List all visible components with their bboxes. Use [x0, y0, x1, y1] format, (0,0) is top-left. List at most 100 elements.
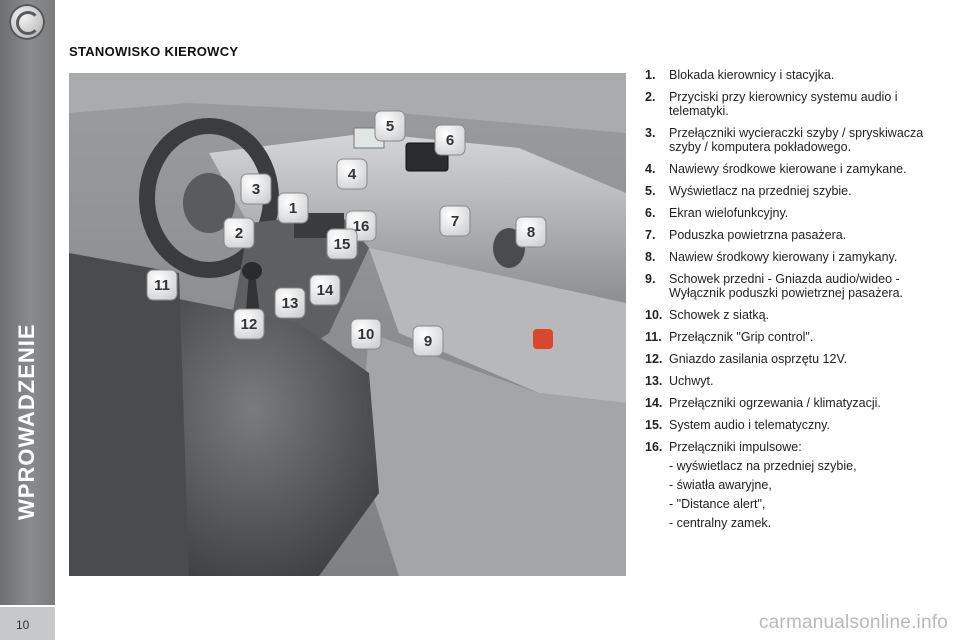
legend-subitem: - "Distance alert", — [669, 497, 766, 511]
legend-number: 5. — [645, 184, 656, 198]
callout-2-label: 2 — [235, 225, 243, 242]
legend-item: 7. Poduszka powietrzna pasażera. — [645, 228, 945, 242]
legend-number: 9. — [645, 272, 656, 286]
legend-text: Przełącznik "Grip control". — [669, 330, 814, 344]
legend-text: Przełączniki wycieraczki szyby / spryski… — [669, 126, 924, 154]
callout-14: 14 — [309, 274, 341, 306]
legend-item: 16. Przełączniki impulsowe: - wyświetlacz… — [645, 440, 945, 530]
legend-text: Poduszka powietrzna pasażera. — [669, 228, 847, 242]
legend-item: 3. Przełączniki wycieraczki szyby / sprys… — [645, 126, 945, 154]
legend-text: Przełączniki ogrzewania / klimatyzacji. — [669, 396, 881, 410]
legend-subitem: - wyświetlacz na przedniej szybie, — [669, 459, 857, 473]
legend-item: 10. Schowek z siatką. — [645, 308, 945, 322]
legend-text: Schowek przedni - Gniazda audio/wideo - … — [669, 272, 904, 300]
legend-text: Gniazdo zasilania osprzętu 12V. — [669, 352, 848, 366]
callout-1: 1 — [277, 192, 309, 224]
legend-text: Przyciski przy kierownicy systemu audio … — [669, 90, 898, 118]
floor — [359, 333, 626, 576]
legend-item: 15. System audio i telematyczny. — [645, 418, 945, 432]
legend-text: Przełączniki impulsowe: — [669, 440, 802, 454]
callout-11: 11 — [146, 269, 178, 301]
legend-number: 12. — [645, 352, 663, 366]
callout-8-label: 8 — [527, 224, 535, 241]
legend-text: Uchwyt. — [669, 374, 714, 388]
callout-11-label: 11 — [154, 277, 170, 294]
legend-text: Ekran wielofunkcyjny. — [669, 206, 789, 220]
legend-subitem: - światła awaryjne, — [669, 478, 772, 492]
dashboard-panel — [209, 133, 626, 303]
legend-item: 8. Nawiew środkowy kierowany i zamykany. — [645, 250, 945, 264]
callout-4: 4 — [336, 158, 368, 190]
page-title: STANOWISKO KIEROWCY — [69, 44, 239, 59]
legend-number: 11. — [645, 330, 662, 344]
callout-13-label: 13 — [282, 295, 299, 312]
callout-4-label: 4 — [348, 166, 357, 183]
windshield — [69, 73, 626, 133]
legend-item: 5. Wyświetlacz na przedniej szybie. — [645, 184, 945, 198]
driver-seat-back — [69, 253, 189, 576]
legend-number: 2. — [645, 90, 656, 104]
gear-knob — [242, 262, 262, 280]
legend-item: 9. Schowek przedni - Gniazda audio/wideo … — [645, 272, 945, 300]
callout-15: 15 — [326, 228, 358, 260]
legend-text: Nawiew środkowy kierowany i zamykany. — [669, 250, 898, 264]
legend-item: 2. Przyciski przy kierownicy systemu audi… — [645, 90, 945, 118]
callout-14-label: 14 — [317, 282, 334, 299]
legend-number: 16. — [645, 440, 663, 454]
legend-item: 12. Gniazdo zasilania osprzętu 12V. — [645, 352, 945, 366]
airbag-warning-icon — [533, 329, 553, 349]
callout-9: 9 — [412, 325, 444, 357]
page-number: 10 — [16, 618, 30, 632]
legend-list: 1. Blokada kierownicy i stacyjka. 2. Przyc… — [645, 68, 945, 538]
callout-6-label: 6 — [446, 132, 454, 149]
legend-number: 10. — [645, 308, 663, 322]
callout-12-label: 12 — [241, 316, 258, 333]
legend-number: 4. — [645, 162, 656, 176]
legend-text: Schowek z siatką. — [669, 308, 770, 322]
callout-16-label: 16 — [353, 218, 370, 235]
watermark: carmanualsonline.info — [758, 612, 948, 633]
legend-number: 3. — [645, 126, 656, 140]
callout-10-label: 10 — [358, 326, 375, 343]
legend-number: 8. — [645, 250, 656, 264]
driver-seat-cushion — [149, 298, 379, 576]
legend-text: Nawiewy środkowe kierowane i zamykane. — [669, 162, 907, 176]
legend-item: 6. Ekran wielofunkcyjny. — [645, 206, 945, 220]
legend-number: 1. — [645, 68, 656, 82]
callout-6: 6 — [434, 124, 466, 156]
callout-9-label: 9 — [424, 333, 432, 350]
legend-subitem: - centralny zamek. — [669, 516, 772, 530]
callout-3-label: 3 — [252, 181, 260, 198]
glovebox-area — [369, 248, 626, 403]
callout-7: 7 — [439, 205, 471, 237]
steering-hub — [183, 173, 235, 233]
section-tab: WPROWADZENIE — [0, 0, 55, 605]
legend-item: 14. Przełączniki ogrzewania / klimatyzacj… — [645, 396, 945, 410]
dashboard-drawing: 5 6 4 3 1 16 7 — [69, 73, 626, 576]
legend-item: 1. Blokada kierownicy i stacyjka. — [645, 68, 945, 82]
callout-7-label: 7 — [451, 213, 459, 230]
legend-item: 11. Przełącznik "Grip control". — [645, 330, 945, 344]
legend-number: 13. — [645, 374, 663, 388]
section-name: WPROWADZENIE — [14, 323, 39, 520]
callout-2: 2 — [223, 217, 255, 249]
legend-text: Blokada kierownicy i stacyjka. — [669, 68, 835, 82]
legend-number: 6. — [645, 206, 656, 220]
callout-1-label: 1 — [289, 200, 297, 217]
callout-10: 10 — [350, 318, 382, 350]
callout-15-label: 15 — [334, 236, 351, 253]
callout-12: 12 — [233, 308, 265, 340]
dashboard-illustration: 5 6 4 3 1 16 7 — [69, 73, 626, 576]
legend-number: 14. — [645, 396, 663, 410]
callout-8: 8 — [515, 216, 547, 248]
legend-number: 15. — [645, 418, 663, 432]
legend-number: 7. — [645, 228, 656, 242]
callout-5-label: 5 — [386, 118, 394, 135]
callout-5: 5 — [374, 110, 406, 142]
legend-item: 13. Uchwyt. — [645, 374, 945, 388]
callout-13: 13 — [274, 287, 306, 319]
page-number-box — [0, 607, 55, 640]
legend-text: System audio i telematyczny. — [669, 418, 830, 432]
legend-text: Wyświetlacz na przedniej szybie. — [669, 184, 852, 198]
callout-3: 3 — [240, 173, 272, 205]
